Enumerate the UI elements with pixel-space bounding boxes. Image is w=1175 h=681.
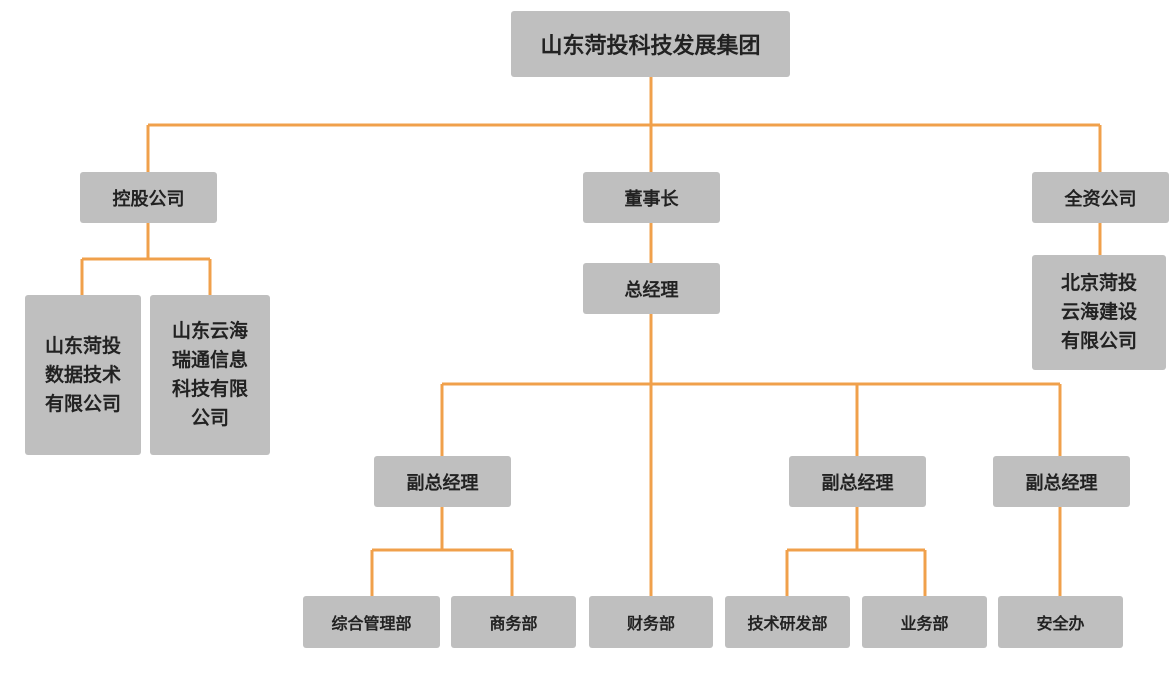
- holding-subsidiary-node: 山东云海 瑞通信息 科技有限 公司: [150, 295, 270, 455]
- department-node: 安全办: [998, 596, 1123, 648]
- wholly-owned-subsidiary-node: 北京菏投 云海建设 有限公司: [1032, 255, 1166, 370]
- holding-company-node: 控股公司: [80, 172, 217, 223]
- wholly-owned-company-node: 全资公司: [1032, 172, 1169, 223]
- chairman-node: 董事长: [583, 172, 720, 223]
- root-node: 山东菏投科技发展集团: [511, 11, 790, 77]
- department-node: 商务部: [451, 596, 576, 648]
- deputy-general-manager-node: 副总经理: [789, 456, 926, 507]
- general-manager-node: 总经理: [583, 263, 720, 314]
- holding-subsidiary-node: 山东菏投 数据技术 有限公司: [25, 295, 141, 455]
- deputy-general-manager-node: 副总经理: [993, 456, 1130, 507]
- department-node: 综合管理部: [303, 596, 440, 648]
- department-node: 财务部: [589, 596, 713, 648]
- connector-line-group: [80, 77, 1102, 596]
- department-node: 技术研发部: [725, 596, 850, 648]
- department-node: 业务部: [862, 596, 987, 648]
- deputy-general-manager-node: 副总经理: [374, 456, 511, 507]
